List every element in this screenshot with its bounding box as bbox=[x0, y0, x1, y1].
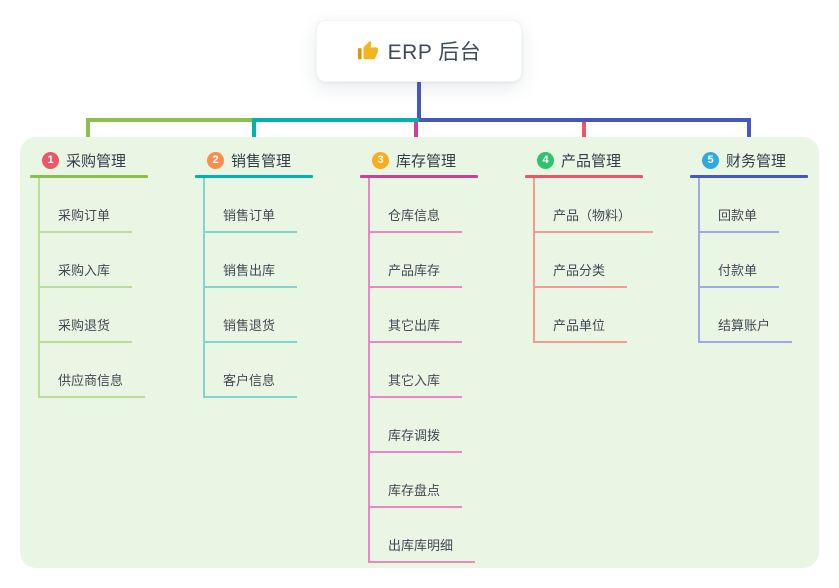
branch-underline bbox=[30, 175, 148, 178]
child-tree-line bbox=[368, 178, 370, 561]
child-node[interactable]: 采购订单 bbox=[38, 178, 148, 233]
child-node-label: 出库库明细 bbox=[368, 535, 476, 563]
child-node-label: 回款单 bbox=[698, 205, 780, 233]
bus-connector-segment-1 bbox=[86, 118, 256, 122]
branch-underline bbox=[195, 175, 313, 178]
branch-number-badge: 1 bbox=[42, 151, 59, 169]
bus-connector-segment-2 bbox=[252, 118, 419, 122]
child-tree-line bbox=[698, 178, 700, 341]
child-node-label: 供应商信息 bbox=[38, 370, 146, 398]
mindmap-board bbox=[20, 137, 819, 568]
branch-column-finance: 5 财务管理 回款单 付款单 结算账户 bbox=[690, 150, 808, 343]
child-node[interactable]: 产品（物料） bbox=[533, 178, 654, 233]
branch-header-inventory[interactable]: 3 库存管理 bbox=[360, 150, 478, 170]
child-node-label: 产品单位 bbox=[533, 315, 628, 343]
child-node-label: 采购退货 bbox=[38, 315, 133, 343]
branch-drop-line-2 bbox=[252, 118, 256, 144]
child-node-label: 客户信息 bbox=[203, 370, 298, 398]
child-node[interactable]: 仓库信息 bbox=[368, 178, 478, 233]
child-node[interactable]: 销售退货 bbox=[203, 288, 313, 343]
child-node-label: 付款单 bbox=[698, 260, 780, 288]
child-node-label: 采购入库 bbox=[38, 260, 133, 288]
trunk-connector-line bbox=[417, 81, 421, 119]
branch-number-badge: 2 bbox=[207, 151, 224, 169]
child-node[interactable]: 采购退货 bbox=[38, 288, 148, 343]
branch-drop-line-1 bbox=[86, 118, 90, 144]
child-tree-line bbox=[38, 178, 40, 396]
branch-drop-line-4 bbox=[582, 122, 586, 144]
branch-title: 采购管理 bbox=[66, 152, 127, 170]
branch-underline bbox=[525, 175, 643, 178]
child-node[interactable]: 客户信息 bbox=[203, 343, 313, 398]
child-node[interactable]: 产品单位 bbox=[533, 288, 643, 343]
child-node-label: 产品（物料） bbox=[533, 205, 654, 233]
child-node-label: 其它出库 bbox=[368, 315, 463, 343]
branch-underline bbox=[360, 175, 478, 178]
branch-children: 回款单 付款单 结算账户 bbox=[698, 178, 808, 343]
branch-children: 销售订单 销售出库 销售退货 客户信息 bbox=[203, 178, 313, 398]
child-node[interactable]: 产品库存 bbox=[368, 233, 478, 288]
branch-number-badge: 3 bbox=[372, 151, 389, 169]
child-node-label: 销售退货 bbox=[203, 315, 298, 343]
child-node-label: 库存盘点 bbox=[368, 480, 463, 508]
branch-title: 产品管理 bbox=[561, 152, 622, 170]
child-node-label: 结算账户 bbox=[698, 315, 793, 343]
child-tree-line bbox=[203, 178, 205, 396]
branch-header-finance[interactable]: 5 财务管理 bbox=[690, 150, 808, 170]
root-node-erp[interactable]: ERP 后台 bbox=[316, 20, 522, 82]
branch-header-procurement[interactable]: 1 采购管理 bbox=[30, 150, 148, 170]
child-node[interactable]: 采购入库 bbox=[38, 233, 148, 288]
branch-number-badge: 4 bbox=[537, 151, 554, 169]
child-node[interactable]: 产品分类 bbox=[533, 233, 643, 288]
child-node-label: 库存调拨 bbox=[368, 425, 463, 453]
branch-title: 库存管理 bbox=[396, 152, 457, 170]
child-node-label: 销售出库 bbox=[203, 260, 298, 288]
child-node-label: 仓库信息 bbox=[368, 205, 463, 233]
child-node[interactable]: 付款单 bbox=[698, 233, 808, 288]
branch-title: 财务管理 bbox=[726, 152, 787, 170]
child-node[interactable]: 供应商信息 bbox=[38, 343, 148, 398]
branch-column-inventory: 3 库存管理 仓库信息 产品库存 其它出库 其它入库 库存调拨 库存盘点 出库库… bbox=[360, 150, 478, 563]
bus-connector-segment-3 bbox=[419, 118, 751, 122]
child-node[interactable]: 库存调拨 bbox=[368, 398, 478, 453]
child-node-label: 其它入库 bbox=[368, 370, 463, 398]
child-node-label: 产品库存 bbox=[368, 260, 463, 288]
branch-header-product[interactable]: 4 产品管理 bbox=[525, 150, 643, 170]
thumbs-up-icon bbox=[357, 40, 379, 62]
child-node-label: 采购订单 bbox=[38, 205, 133, 233]
branch-title: 销售管理 bbox=[231, 152, 292, 170]
child-node[interactable]: 出库库明细 bbox=[368, 508, 478, 563]
branch-number-badge: 5 bbox=[702, 151, 719, 169]
branch-children: 产品（物料） 产品分类 产品单位 bbox=[533, 178, 654, 343]
child-node[interactable]: 其它入库 bbox=[368, 343, 478, 398]
child-node[interactable]: 回款单 bbox=[698, 178, 808, 233]
child-node-label: 销售订单 bbox=[203, 205, 298, 233]
child-node[interactable]: 结算账户 bbox=[698, 288, 808, 343]
branch-underline bbox=[690, 175, 808, 178]
child-node-label: 产品分类 bbox=[533, 260, 628, 288]
child-node[interactable]: 销售出库 bbox=[203, 233, 313, 288]
branch-header-sales[interactable]: 2 销售管理 bbox=[195, 150, 313, 170]
branch-children: 仓库信息 产品库存 其它出库 其它入库 库存调拨 库存盘点 出库库明细 bbox=[368, 178, 478, 563]
child-tree-line bbox=[533, 178, 535, 341]
branch-column-sales: 2 销售管理 销售订单 销售出库 销售退货 客户信息 bbox=[195, 150, 313, 398]
branch-column-product: 4 产品管理 产品（物料） 产品分类 产品单位 bbox=[525, 150, 654, 343]
child-node[interactable]: 销售订单 bbox=[203, 178, 313, 233]
branch-column-procurement: 1 采购管理 采购订单 采购入库 采购退货 供应商信息 bbox=[30, 150, 148, 398]
branch-drop-line-3 bbox=[414, 122, 418, 144]
child-node[interactable]: 其它出库 bbox=[368, 288, 478, 343]
child-node[interactable]: 库存盘点 bbox=[368, 453, 478, 508]
branch-children: 采购订单 采购入库 采购退货 供应商信息 bbox=[38, 178, 148, 398]
branch-drop-line-5 bbox=[747, 118, 751, 144]
root-node-title: ERP 后台 bbox=[387, 41, 482, 64]
